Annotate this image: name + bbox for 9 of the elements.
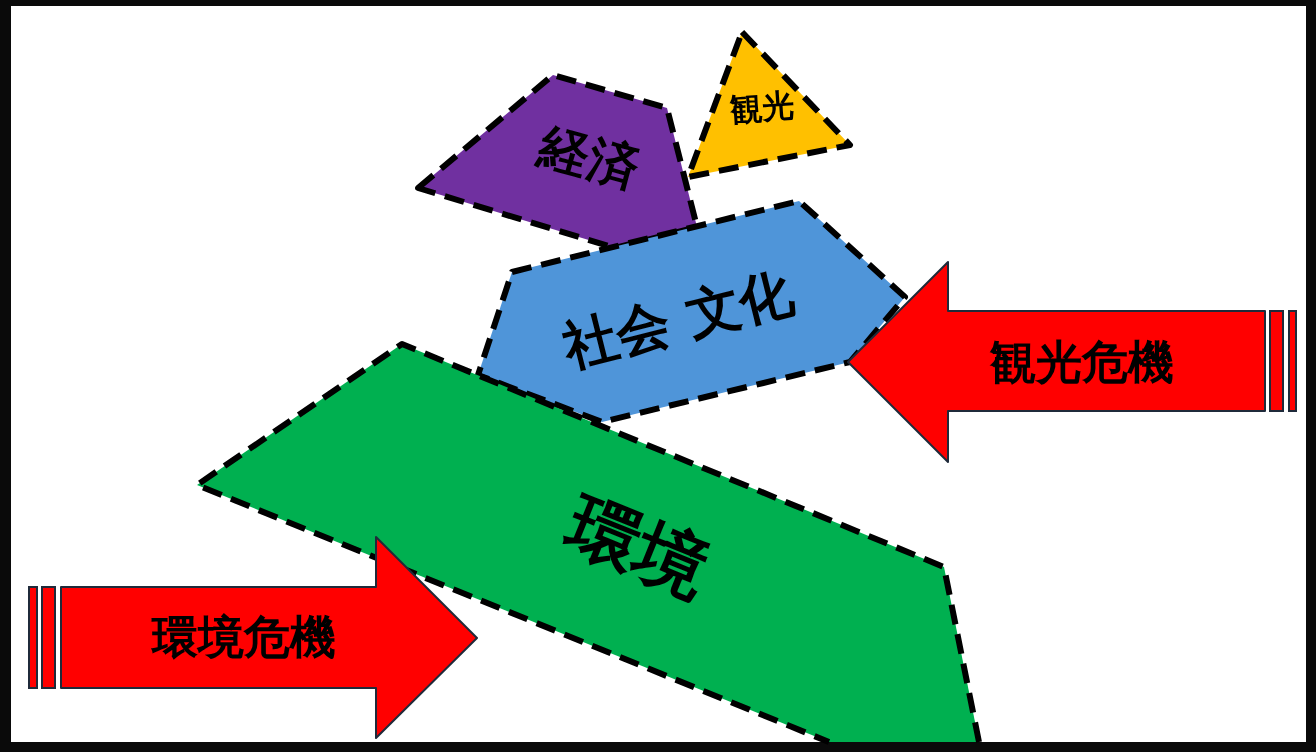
block-arrow	[27, 535, 479, 740]
shape-label: 観光	[728, 88, 796, 128]
shape-label: 経済	[533, 118, 645, 198]
hexagon-shape	[474, 197, 909, 426]
shape-label: 環境	[556, 483, 720, 611]
shape-label: 社会 文化	[556, 262, 800, 378]
arrow-label: 環境危機	[152, 611, 336, 663]
block-arrow	[846, 260, 1298, 464]
arrow-label: 観光危機	[990, 336, 1174, 388]
